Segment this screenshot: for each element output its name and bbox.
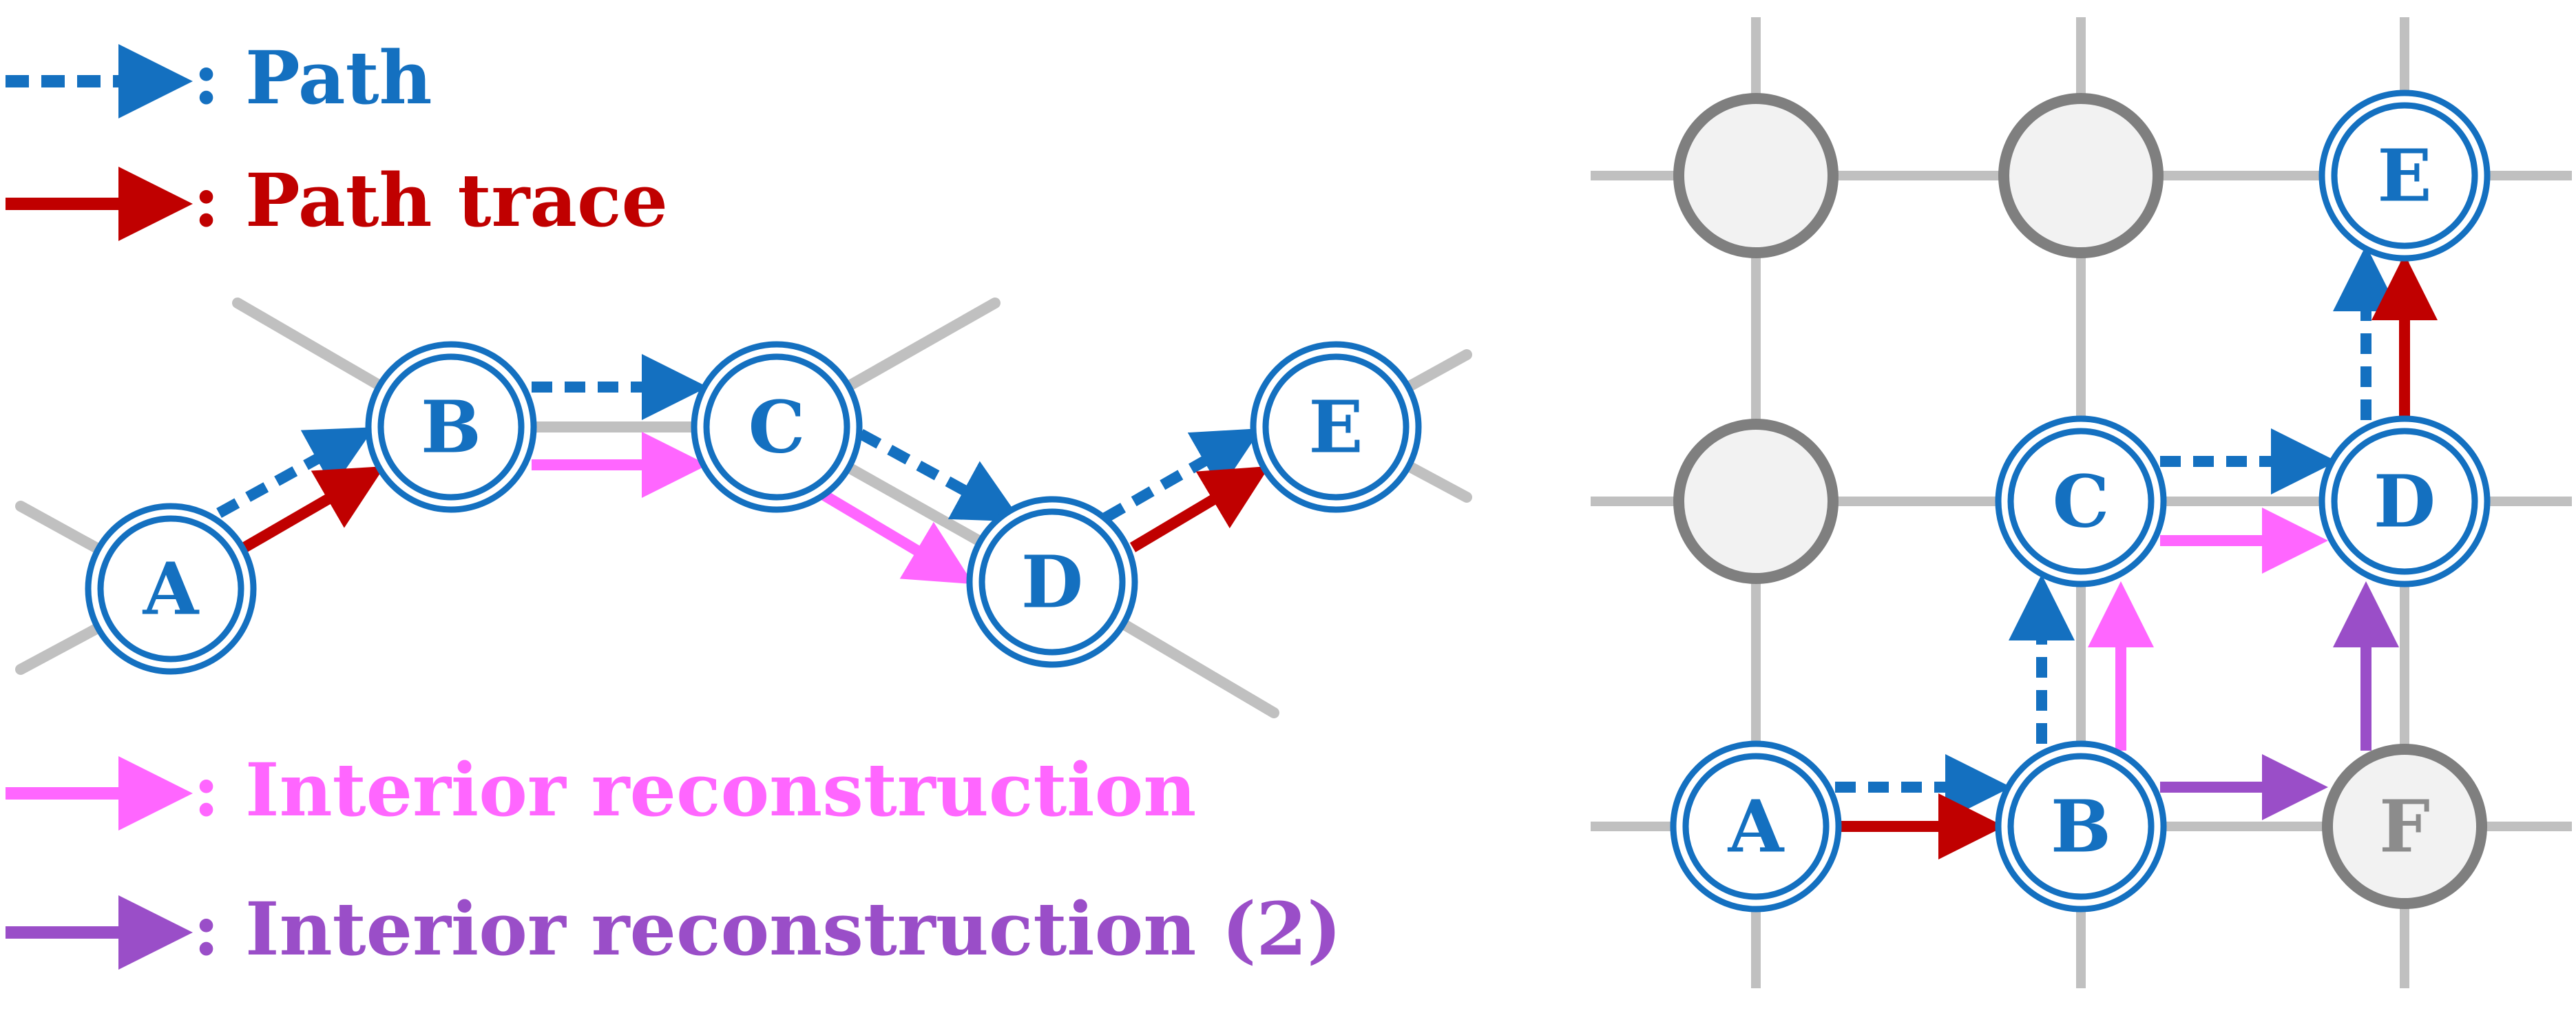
legend-item-path-trace: : Path trace	[6, 157, 668, 243]
left-path-arrow-d-e	[1102, 428, 1261, 523]
legend-path-label: : Path	[193, 34, 432, 121]
left-trace-arrows	[241, 466, 1270, 552]
left-node-c-label: C	[748, 385, 806, 470]
left-diagram: A B C D E	[15, 298, 1472, 718]
right-node-b-label: B	[2051, 784, 2111, 869]
left-node-a: A	[85, 503, 257, 675]
legend-item-path: : Path	[6, 34, 432, 121]
right-empty-node-1	[1673, 93, 1839, 258]
right-empty-node-3	[1673, 419, 1839, 584]
left-node-c: C	[691, 341, 863, 513]
right-node-a: A	[1670, 740, 1842, 912]
right-node-d: D	[2318, 415, 2491, 587]
left-node-d: D	[966, 496, 1138, 668]
right-node-d-label: D	[2374, 459, 2436, 544]
right-node-e: E	[2318, 90, 2491, 262]
right-node-f: F	[2322, 744, 2487, 909]
left-path-arrow-c-d	[858, 428, 1023, 522]
left-node-b-label: B	[421, 385, 481, 470]
legend-item-interior-2: : Interior reconstruction (2)	[6, 886, 1341, 972]
legend-interior-2-label: : Interior reconstruction (2)	[193, 886, 1341, 972]
right-trace-arrows	[1839, 254, 2438, 859]
right-node-c: C	[1995, 415, 2167, 587]
right-node-c-label: C	[2053, 459, 2110, 544]
legend-path-trace-label: : Path trace	[193, 157, 668, 243]
left-interior-arrows	[532, 432, 974, 585]
right-diagram: F E C D A B	[1591, 17, 2572, 988]
right-node-e-label: E	[2377, 134, 2431, 218]
right-path-arrows	[1835, 245, 2399, 820]
left-interior-arrow-c-d	[819, 490, 974, 585]
left-path-arrow-a-b	[216, 427, 375, 519]
legend-item-interior: : Interior reconstruction	[6, 747, 1196, 833]
left-node-a-label: A	[143, 547, 200, 632]
right-empty-node-2	[1998, 93, 2164, 258]
legend-interior-label: : Interior reconstruction	[193, 747, 1196, 833]
right-node-f-label: F	[2379, 784, 2430, 869]
left-trace-arrow-d-e	[1129, 466, 1270, 552]
left-node-b: B	[365, 341, 537, 513]
right-interior-arrows	[2088, 508, 2328, 751]
left-node-e: E	[1250, 341, 1422, 513]
legend: : Path : Path trace : Interior reconstru…	[6, 34, 1341, 972]
right-node-b: B	[1995, 740, 2167, 912]
left-path-arrows	[216, 354, 1261, 523]
left-node-e-label: E	[1308, 385, 1363, 470]
left-trace-arrow-a-b	[241, 466, 385, 552]
right-node-a-label: A	[1728, 784, 1785, 869]
left-node-d-label: D	[1021, 540, 1083, 625]
right-interior2-arrows	[2160, 581, 2399, 820]
